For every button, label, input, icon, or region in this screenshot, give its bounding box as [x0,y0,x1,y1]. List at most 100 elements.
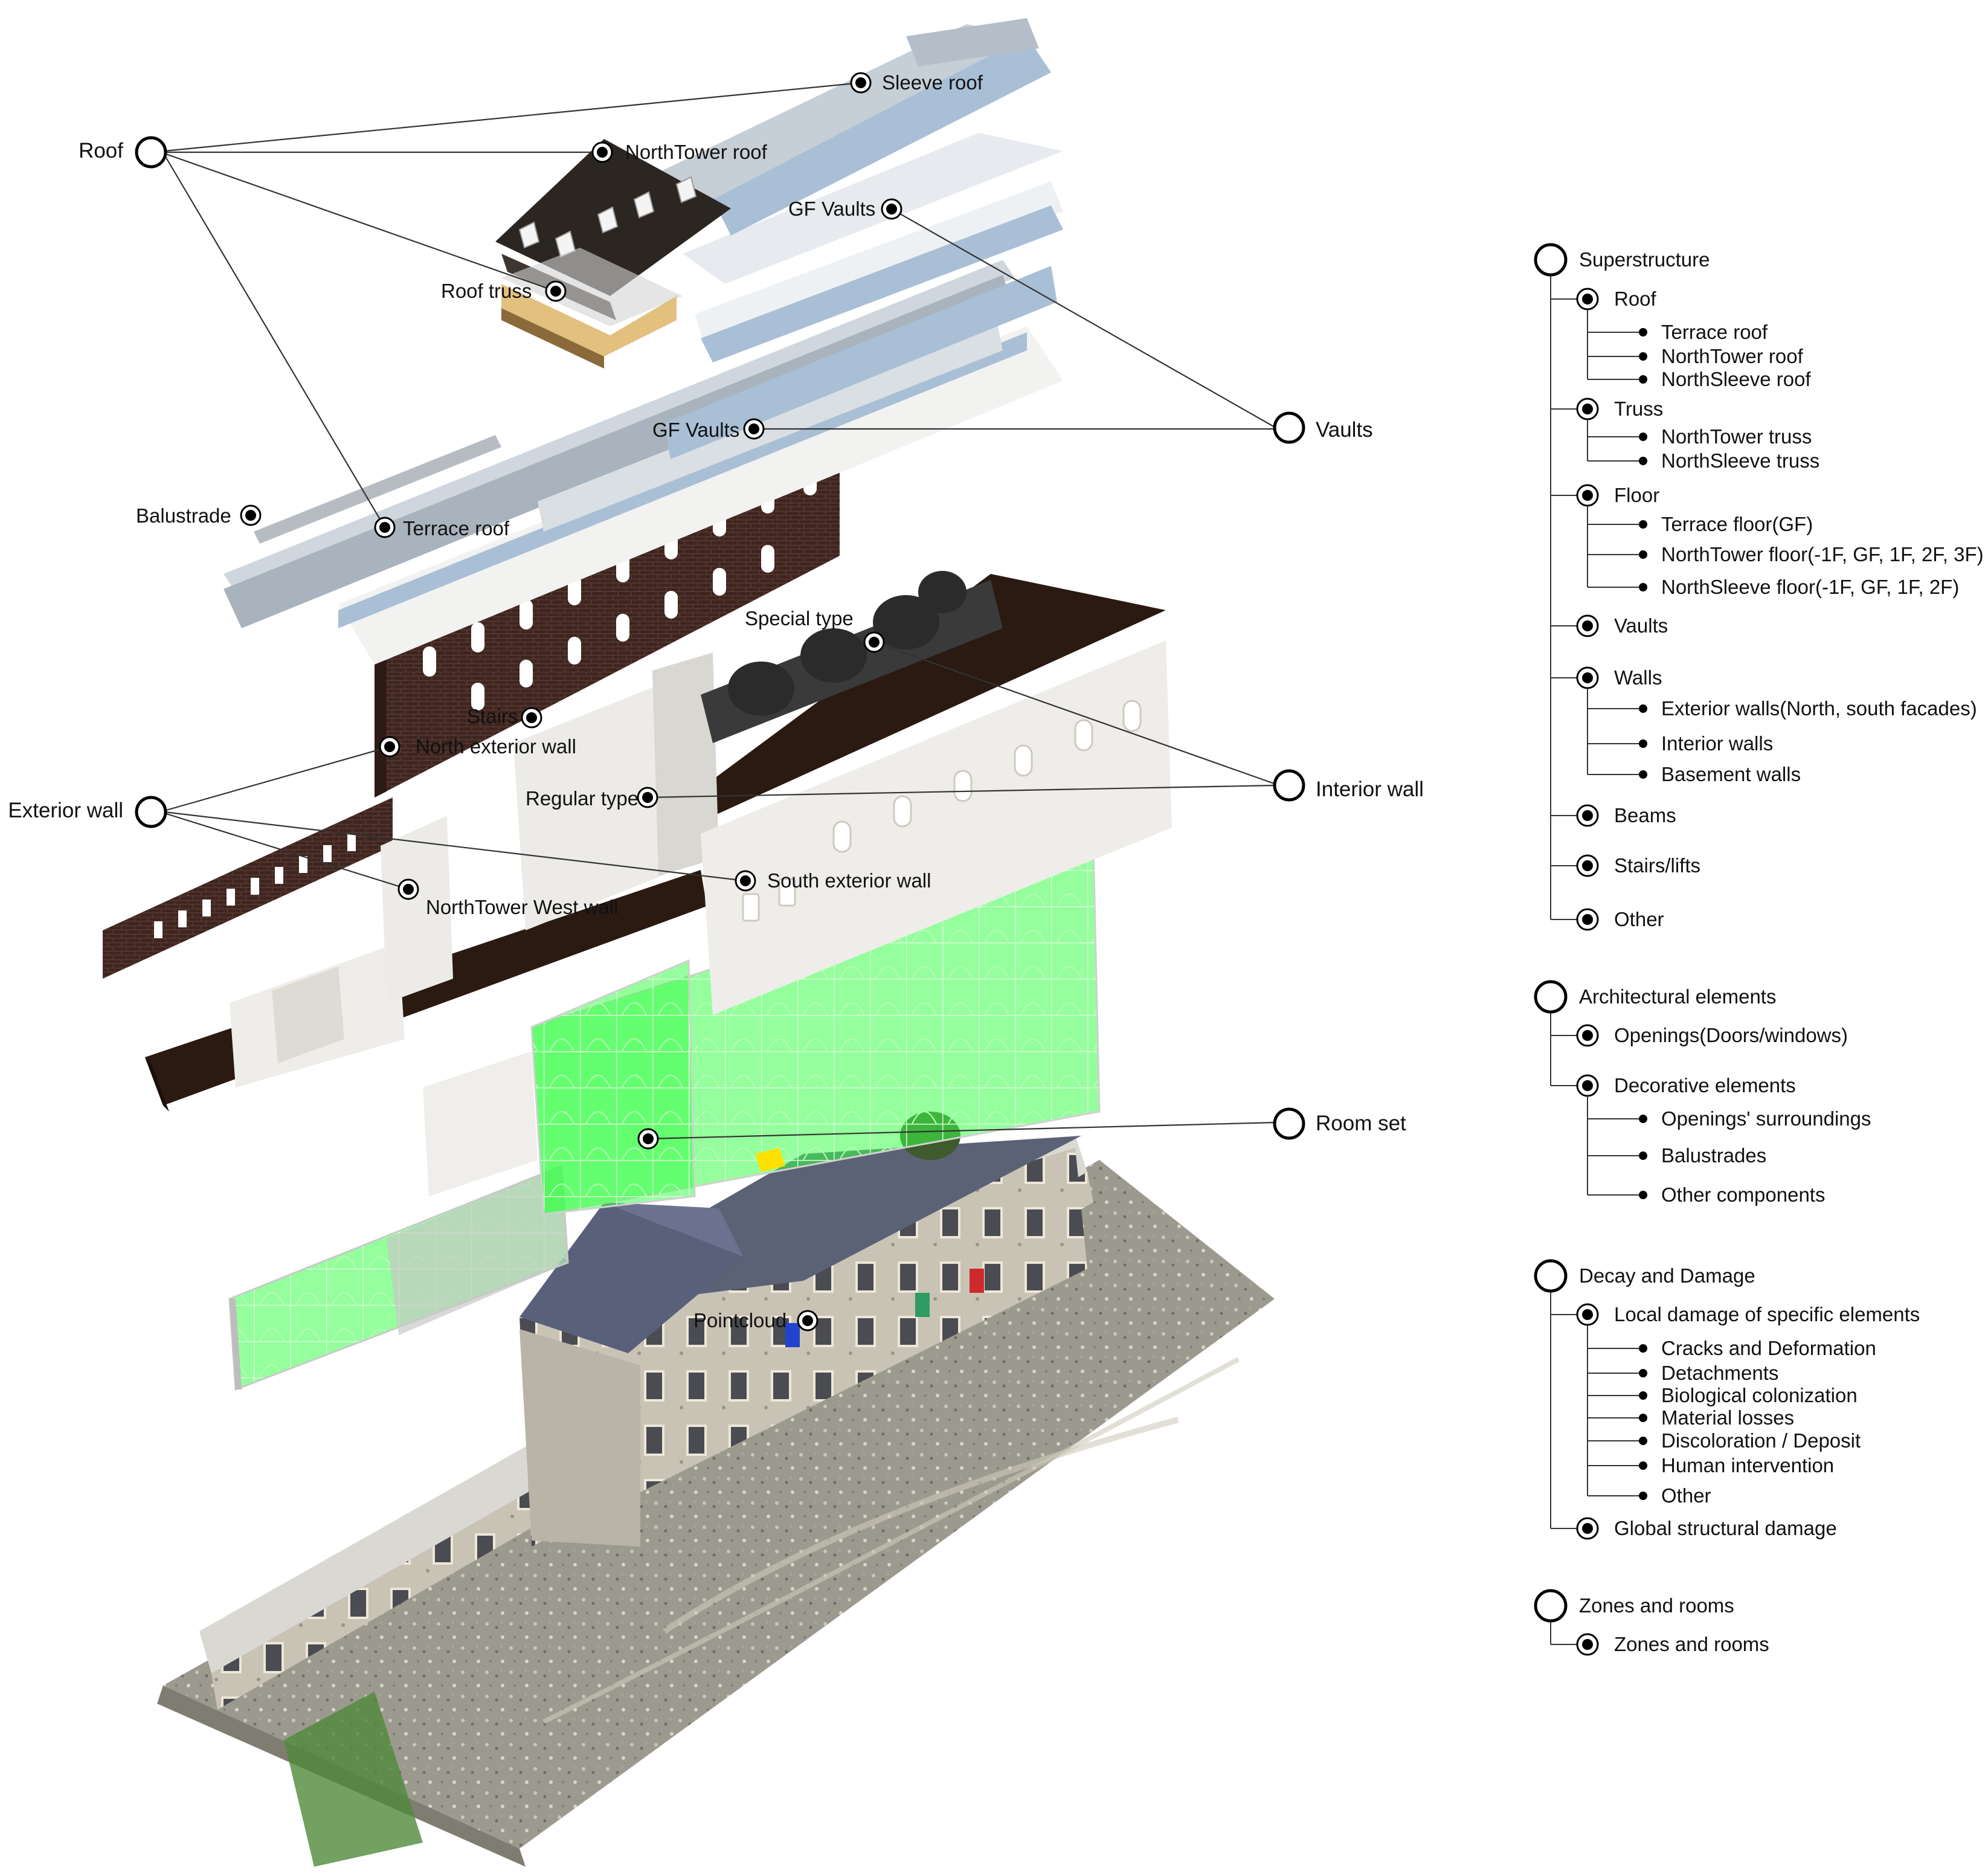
gf-vaults-top-marker [881,198,902,220]
north-exterior-wall-model [103,447,840,979]
legend-subitem-bullet-icon [1639,1391,1647,1400]
legend-subitem: Detachments [1661,1362,1779,1384]
callout-roof-truss: Roof truss [441,280,532,302]
legend-subitem-bullet-icon [1639,1344,1647,1353]
legend-item-icon [1576,1517,1599,1540]
legend-item: Global structural damage [1614,1517,1837,1539]
legend-item: Beams [1614,804,1676,826]
callout-terrace-roof: Terrace roof [403,517,510,539]
callout-roof: Roof [79,139,123,163]
legend-subitem: Material losses [1661,1406,1795,1429]
legend-subitem-bullet-icon [1639,550,1647,559]
legend-subitem: Other components [1661,1183,1826,1206]
callout-regular-type: Regular type [526,787,639,810]
legend-subitem-bullet-icon [1639,1191,1647,1199]
legend-group-title: Decay and Damage [1579,1264,1755,1287]
legend-item-icon [1576,1633,1599,1656]
legend-subitem: Discoloration / Deposit [1661,1429,1861,1452]
northtower-roof-marker [591,141,613,163]
legend-subitem-bullet-icon [1639,1437,1647,1445]
roof-marker [135,136,167,169]
callout-sleeve-roof: Sleeve roof [882,71,983,94]
legend-subitem: Basement walls [1661,763,1801,785]
legend-subitem-bullet-icon [1639,1115,1647,1123]
gf-vaults-mid-marker [743,418,765,440]
vaults-and-terrace-model [224,18,1063,665]
legend-subitem-bullet-icon [1639,328,1647,336]
legend-subitem: NorthTower truss [1661,425,1812,448]
legend-subitem: Openings' surroundings [1661,1107,1871,1130]
northtower-west-wall-marker [397,878,419,900]
pointcloud-marker [797,1310,819,1331]
legend-group [1534,1589,1599,1656]
callout-northtower-west-wall: NorthTower West wall [426,896,619,918]
legend-group-icon [1534,1259,1568,1293]
callout-balustrade: Balustrade [136,504,231,527]
callout-room-set: Room set [1316,1112,1406,1135]
pointcloud-model [157,1112,1275,1867]
callout-northtower-roof: NorthTower roof [625,141,767,163]
legend-subitem: Interior walls [1661,732,1774,755]
legend-subitem: Exterior walls(North, south facades) [1661,697,1977,720]
legend-item: Decorative elements [1614,1074,1796,1096]
legend-subitem: NorthTower floor(-1F, GF, 1F, 2F, 3F) [1661,543,1984,565]
vaults-marker [1273,411,1305,444]
legend-subitem-bullet-icon [1639,457,1647,465]
callout-gf-vaults-mid: GF Vaults [652,419,740,441]
legend-group-icon [1534,243,1568,277]
legend-group [1534,243,1647,931]
callout-special-type: Special type [745,607,854,629]
exterior-wall-marker [135,796,167,828]
legend-subitem-bullet-icon [1639,704,1647,713]
legend-subitem-bullet-icon [1639,375,1647,384]
callout-interior-wall: Interior wall [1316,778,1424,801]
legend-item: Other [1614,908,1664,930]
legend-subitem: NorthTower roof [1661,345,1803,367]
northtower-roof-model [495,139,731,369]
legend-item: Truss [1614,398,1664,420]
south-exterior-wall-model [701,640,1172,1015]
legend-item-icon [1576,1074,1599,1097]
legend-group-title: Zones and rooms [1579,1594,1734,1617]
legend-tree [1534,243,1647,1656]
legend-group [1534,980,1647,1199]
legend-subitem-bullet-icon [1639,520,1647,529]
legend-subitem: Biological colonization [1661,1384,1858,1406]
callout-vaults: Vaults [1316,418,1373,442]
legend-item-icon [1576,804,1599,827]
north-exterior-wall-marker [379,736,400,758]
legend-subitem-bullet-icon [1639,1151,1647,1160]
legend-item: Local damage of specific elements [1614,1303,1920,1325]
south-exterior-wall-marker [735,870,756,892]
room-set-model [228,844,1101,1391]
callout-pointcloud: Pointcloud [693,1309,787,1331]
legend-item: Openings(Doors/windows) [1614,1024,1848,1046]
regular-type-marker [637,787,658,808]
legend-item: Roof [1614,288,1656,310]
legend-subitem: Other [1661,1484,1711,1507]
legend-subitem: Terrace roof [1661,321,1768,343]
legend-subitem-bullet-icon [1639,739,1647,748]
legend-subitem-bullet-icon [1639,1414,1647,1422]
callout-south-exterior-wall: South exterior wall [767,869,931,892]
legend-group-title: Architectural elements [1579,985,1777,1008]
legend-item: Floor [1614,484,1660,506]
callout-exterior-wall: Exterior wall [8,799,123,822]
legend-group-icon [1534,1589,1568,1623]
interior-wall-marker [1273,769,1305,802]
interior-walls-model [381,571,1003,1003]
legend-subitem: NorthSleeve truss [1661,449,1820,472]
legend-item-icon [1576,908,1599,931]
legend-subitem-bullet-icon [1639,1492,1647,1500]
sleeve-roof-marker [850,72,872,94]
legend-item-icon [1576,1303,1599,1326]
legend-subitem-bullet-icon [1639,1369,1647,1377]
legend-subitem: Human intervention [1661,1454,1835,1476]
legend-item-icon [1576,854,1599,877]
legend-subitem-bullet-icon [1639,433,1647,441]
legend-item: Stairs/lifts [1614,854,1701,877]
legend-group-icon [1534,980,1568,1014]
